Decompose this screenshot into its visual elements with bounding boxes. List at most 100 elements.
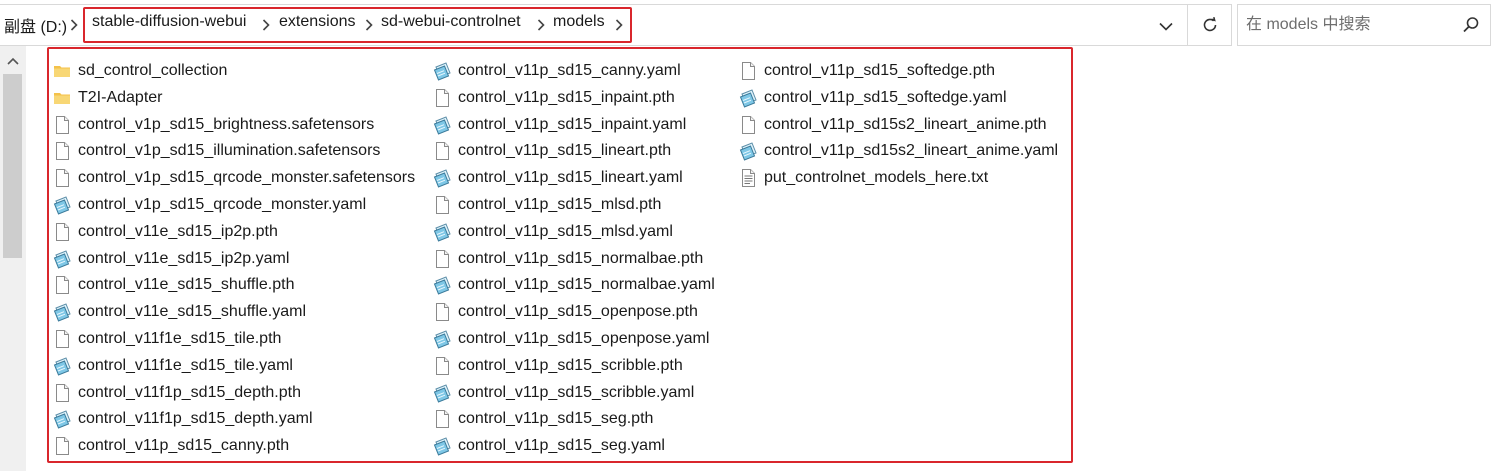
breadcrumb-root-drive[interactable]: 副盘 (D:) — [4, 19, 68, 36]
file-name-label: control_v1p_sd15_qrcode_monster.yaml — [78, 196, 367, 213]
file-item[interactable]: control_v11e_sd15_shuffle.pth — [52, 272, 294, 298]
file-item[interactable]: control_v11e_sd15_ip2p.pth — [52, 219, 278, 245]
file-item[interactable]: control_v1p_sd15_qrcode_monster.safetens… — [52, 165, 415, 191]
file-item[interactable]: control_v1p_sd15_qrcode_monster.yaml — [52, 192, 366, 218]
chevron-right-icon[interactable] — [362, 16, 376, 34]
file-item[interactable]: control_v11p_sd15_lineart.yaml — [432, 165, 683, 191]
file-icon — [52, 436, 72, 456]
file-item[interactable]: control_v11p_sd15_inpaint.yaml — [432, 112, 686, 138]
breadcrumb-item-sd-webui-controlnet[interactable]: sd-webui-controlnet — [381, 13, 521, 30]
file-item[interactable]: control_v11e_sd15_shuffle.yaml — [52, 299, 306, 325]
chevron-right-icon[interactable] — [259, 16, 273, 34]
file-item[interactable]: control_v11p_sd15_openpose.pth — [432, 299, 698, 325]
file-name-label: control_v11e_sd15_shuffle.yaml — [78, 303, 306, 321]
chevron-right-icon[interactable] — [534, 16, 548, 34]
yaml-file-icon — [432, 115, 452, 135]
file-item[interactable]: control_v11p_sd15_normalbae.yaml — [432, 272, 715, 298]
file-name-label: control_v11p_sd15s2_lineart_anime.yaml — [764, 142, 1059, 160]
file-icon — [52, 329, 72, 349]
file-item[interactable]: control_v11p_sd15_scribble.pth — [432, 353, 683, 379]
breadcrumb-item-models[interactable]: models — [553, 13, 605, 30]
file-name-label: control_v11p_sd15_lineart.yaml — [458, 169, 683, 187]
breadcrumb-item-stable-diffusion-webui[interactable]: stable-diffusion-webui — [92, 13, 247, 30]
file-item[interactable]: control_v11p_sd15_scribble.yaml — [432, 380, 694, 406]
yaml-file-icon — [432, 383, 452, 403]
file-name-label: control_v11p_sd15_mlsd.yaml — [458, 222, 673, 240]
file-name-label: control_v11p_sd15s2_lineart_anime.pth — [764, 115, 1047, 133]
file-name-label: control_v11p_sd15_scribble.pth — [458, 356, 683, 374]
file-name-label: control_v11e_sd15_ip2p.pth — [78, 222, 278, 240]
scroll-up-button[interactable] — [0, 50, 26, 72]
file-item[interactable]: control_v11p_sd15_softedge.pth — [738, 58, 995, 84]
file-name-label: control_v11f1p_sd15_depth.pth — [78, 383, 301, 401]
file-item[interactable]: control_v11p_sd15_canny.pth — [52, 433, 289, 459]
file-icon — [52, 222, 72, 242]
folder-icon — [52, 88, 72, 108]
folder-item[interactable]: T2I-Adapter — [52, 85, 162, 111]
yaml-file-icon — [432, 436, 452, 456]
yaml-file-icon — [432, 222, 452, 242]
file-item[interactable]: control_v11p_sd15_mlsd.pth — [432, 192, 661, 218]
chevron-right-icon[interactable] — [612, 16, 626, 34]
file-item[interactable]: put_controlnet_models_here.txt — [738, 165, 988, 191]
file-name-label: T2I-Adapter — [78, 88, 163, 106]
file-item[interactable]: control_v11p_sd15s2_lineart_anime.yaml — [738, 138, 1058, 164]
file-name-label: control_v11p_sd15_softedge.yaml — [764, 88, 1007, 106]
file-item[interactable]: control_v11f1p_sd15_depth.pth — [52, 380, 301, 406]
file-item[interactable]: control_v11f1p_sd15_depth.yaml — [52, 406, 313, 432]
file-item[interactable]: control_v11p_sd15_seg.yaml — [432, 433, 665, 459]
address-bar[interactable]: 副盘 (D:) stable-diffusion-webui extension… — [0, 4, 1232, 46]
file-item[interactable]: control_v11e_sd15_ip2p.yaml — [52, 246, 289, 272]
chevron-up-icon — [7, 57, 19, 65]
text-file-icon — [738, 168, 758, 188]
yaml-file-icon — [432, 275, 452, 296]
folder-item[interactable]: sd_control_collection — [52, 58, 227, 84]
file-name-label: control_v11f1p_sd15_depth.yaml — [78, 410, 313, 428]
file-item[interactable]: control_v11p_sd15_lineart.pth — [432, 138, 671, 164]
vertical-scrollbar[interactable] — [0, 46, 26, 471]
file-item[interactable]: control_v11p_sd15_inpaint.pth — [432, 85, 675, 111]
file-item[interactable]: control_v11f1e_sd15_tile.yaml — [52, 353, 293, 379]
chevron-right-icon[interactable] — [67, 16, 81, 34]
file-name-label: control_v11p_sd15_openpose.pth — [458, 303, 698, 321]
file-name-label: control_v11p_sd15_canny.pth — [78, 437, 290, 455]
file-item[interactable]: control_v11f1e_sd15_tile.pth — [52, 326, 281, 352]
file-item[interactable]: control_v11p_sd15_normalbae.pth — [432, 246, 703, 272]
refresh-button[interactable] — [1187, 5, 1231, 45]
file-icon — [52, 115, 72, 135]
file-icon — [738, 61, 758, 81]
file-name-label: control_v1p_sd15_illumination.safetensor… — [78, 142, 381, 160]
file-name-label: control_v11e_sd15_shuffle.pth — [78, 276, 295, 294]
yaml-file-icon — [432, 168, 452, 188]
file-item[interactable]: control_v11p_sd15_openpose.yaml — [432, 326, 709, 352]
file-name-label: control_v11f1e_sd15_tile.pth — [78, 330, 282, 347]
file-item[interactable]: control_v1p_sd15_illumination.safetensor… — [52, 138, 380, 164]
file-icon — [432, 88, 452, 108]
scrollbar-thumb[interactable] — [3, 74, 22, 258]
file-name-label: control_v11p_sd15_softedge.pth — [764, 62, 995, 79]
search-box[interactable] — [1237, 4, 1491, 46]
folder-icon — [52, 61, 72, 81]
yaml-file-icon — [738, 141, 758, 162]
refresh-icon — [1203, 17, 1216, 32]
file-item[interactable]: control_v11p_sd15s2_lineart_anime.pth — [738, 112, 1047, 138]
file-name-label: control_v11p_sd15_openpose.yaml — [458, 330, 710, 347]
file-name-label: control_v11p_sd15_seg.pth — [458, 410, 654, 428]
file-item[interactable]: control_v1p_sd15_brightness.safetensors — [52, 112, 374, 138]
yaml-file-icon — [432, 61, 452, 81]
search-icon[interactable] — [1462, 16, 1480, 34]
yaml-file-icon — [738, 88, 758, 108]
file-item[interactable]: control_v11p_sd15_canny.yaml — [432, 58, 681, 84]
breadcrumb-item-extensions[interactable]: extensions — [279, 13, 356, 30]
file-name-label: control_v1p_sd15_qrcode_monster.safetens… — [78, 169, 416, 187]
file-name-label: control_v11p_sd15_inpaint.yaml — [458, 115, 687, 133]
file-name-label: control_v11f1e_sd15_tile.yaml — [78, 356, 293, 374]
file-item[interactable]: control_v11p_sd15_seg.pth — [432, 406, 653, 432]
file-list-highlight-box — [47, 47, 1073, 463]
file-item[interactable]: control_v11p_sd15_softedge.yaml — [738, 85, 1007, 111]
file-icon — [432, 409, 452, 429]
search-input[interactable] — [1246, 14, 1456, 36]
address-history-dropdown-button[interactable] — [1151, 9, 1181, 43]
yaml-file-icon — [432, 329, 452, 349]
file-item[interactable]: control_v11p_sd15_mlsd.yaml — [432, 219, 673, 245]
